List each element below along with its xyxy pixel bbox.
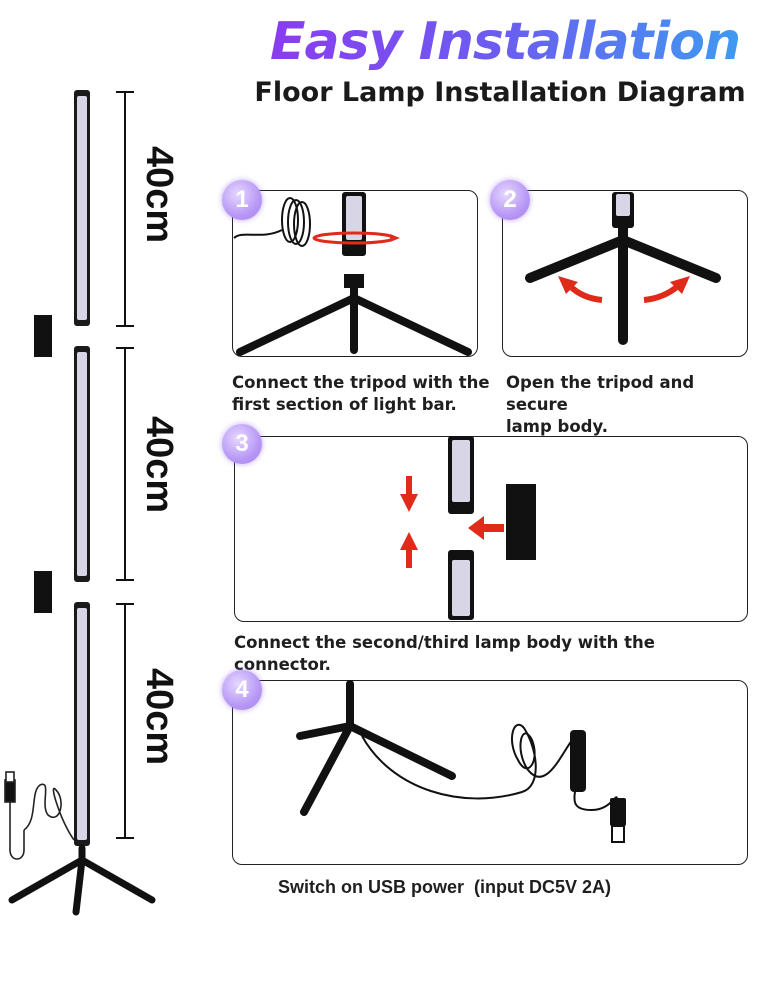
step-2-caption-line-1: Open the tripod and secure — [506, 373, 695, 414]
step-4-caption: Switch on USB power (input DC5V 2A) — [278, 877, 612, 897]
page-title: Easy Installation — [270, 12, 741, 72]
step-3-badge: 3 — [222, 424, 262, 464]
lamp-section-3 — [74, 602, 90, 846]
step-1-caption: Connect the tripod with the first sectio… — [232, 372, 492, 416]
step-2-caption-line-2: lamp body. — [506, 417, 609, 436]
tripod-base — [8, 844, 156, 916]
step-4-illustration — [296, 680, 626, 843]
dimension-lines — [116, 91, 134, 839]
step-1-caption-line-1: Connect the tripod with the — [232, 373, 490, 392]
assembled-lamp-illustration — [4, 90, 156, 916]
step-1-caption-line-2: first section of light bar. — [232, 395, 457, 414]
dimension-label-2: 40cm — [138, 416, 180, 514]
step-3-caption: Connect the second/third lamp body with … — [234, 633, 655, 674]
step-4-panel — [232, 680, 748, 865]
step-1-badge: 1 — [222, 180, 262, 220]
connector-piece-1 — [34, 315, 52, 357]
page-subtitle: Floor Lamp Installation Diagram — [254, 77, 746, 108]
dimension-label-3: 40cm — [138, 668, 180, 766]
step-4-badge: 4 — [222, 670, 262, 710]
connector-piece-2 — [34, 571, 52, 613]
dimension-label-1: 40cm — [138, 146, 180, 244]
usb-cable — [4, 771, 75, 860]
lamp-section-2 — [74, 346, 90, 582]
step-2-illustration — [525, 192, 721, 345]
step-2-badge: 2 — [490, 180, 530, 220]
step-3-illustration — [400, 436, 536, 620]
step-1-illustration — [233, 192, 472, 356]
lamp-section-1 — [74, 90, 90, 326]
step-2-caption: Open the tripod and secure lamp body. — [506, 372, 756, 438]
